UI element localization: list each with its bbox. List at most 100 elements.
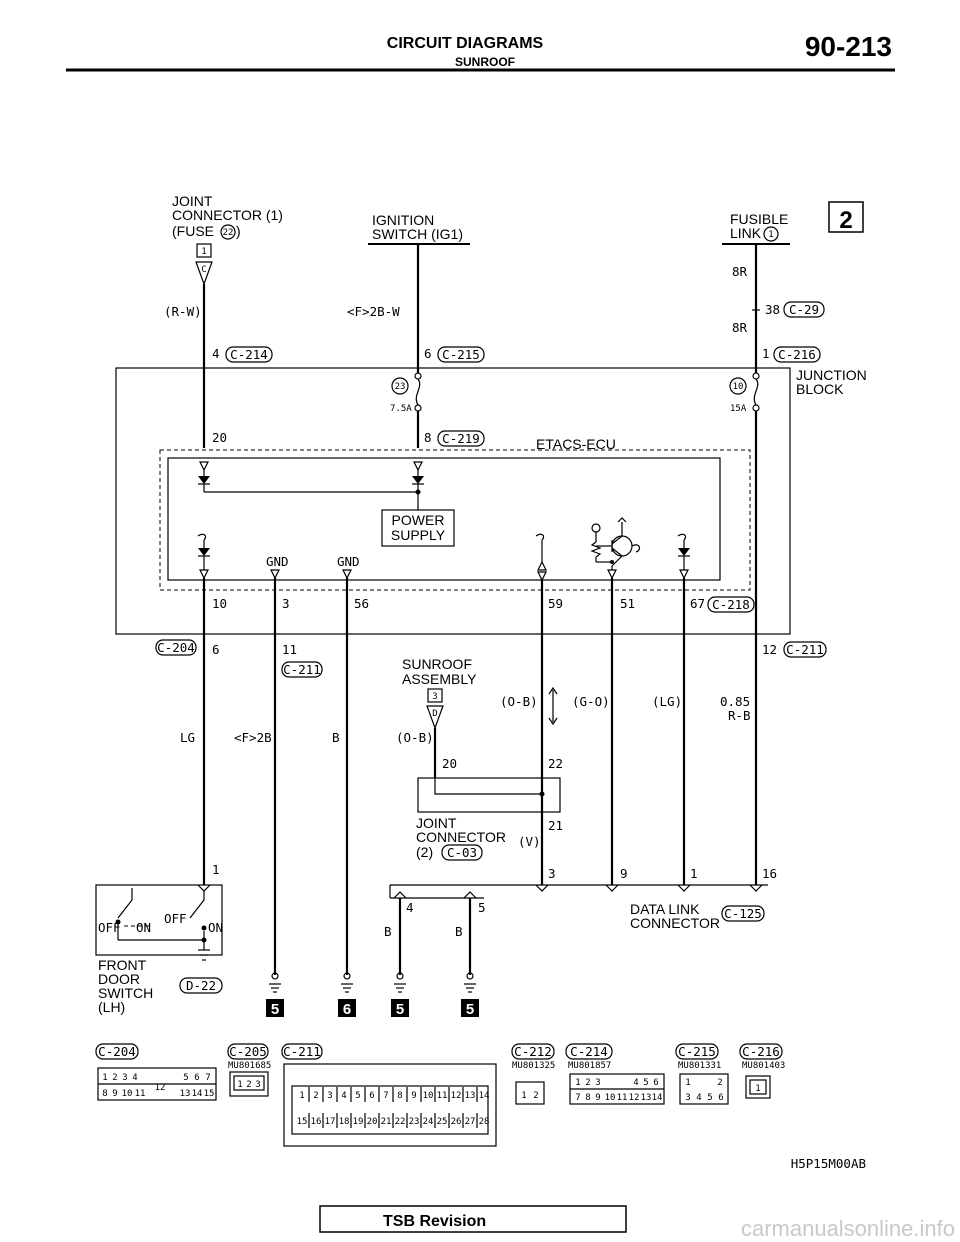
c211-pin: 28 <box>479 1117 490 1127</box>
svg-text:C-216: C-216 <box>742 1044 780 1059</box>
c211-pin: 5 <box>355 1091 360 1101</box>
c211-pin: 23 <box>409 1117 420 1127</box>
wire-label-lg-paren: (LG) <box>652 694 682 709</box>
c211-pin: 11 <box>437 1091 448 1101</box>
pin-4b: 4 <box>406 900 414 915</box>
arrow-head-up <box>548 686 558 695</box>
joint-letter-c: C <box>201 265 206 275</box>
c211a-box <box>281 661 323 678</box>
svg-text:7: 7 <box>205 1073 210 1083</box>
page-number: 90-213 <box>805 31 892 62</box>
figure-id: H5P15M00AB <box>791 1156 866 1171</box>
wire-label-size: 0.85 <box>720 694 750 709</box>
svg-text:C-204: C-204 <box>98 1044 136 1059</box>
c211-pin: 2 <box>313 1091 318 1101</box>
fuse-10: 10 15A <box>729 372 760 414</box>
svg-text:2: 2 <box>112 1073 117 1083</box>
c211-pin: 20 <box>367 1117 378 1127</box>
svg-text:DATA LINK: DATA LINK <box>630 901 700 917</box>
footer-label: TSB Revision <box>383 1213 486 1230</box>
wire-label-8r-top: 8R <box>732 264 748 279</box>
svg-text:7: 7 <box>575 1093 580 1103</box>
svg-text:MU801685: MU801685 <box>228 1061 271 1071</box>
sunroof-assembly-label: SUNROOF ASSEMBLY <box>402 656 477 687</box>
c211-pin: 1 <box>299 1091 304 1101</box>
etacs-ecu-box <box>167 457 721 581</box>
front-door-switch-box <box>95 884 223 956</box>
svg-text:5: 5 <box>271 1001 279 1018</box>
pin-10: 10 <box>212 596 227 611</box>
pin-56: 56 <box>354 596 369 611</box>
c218-box <box>707 596 755 613</box>
fusible-link-label: FUSIBLE LINK 1 <box>730 211 788 242</box>
c204-box <box>155 639 197 656</box>
svg-text:1: 1 <box>575 1078 580 1088</box>
svg-text:2: 2 <box>585 1078 590 1088</box>
wire-label-f2b: <F>2B <box>234 730 272 745</box>
svg-text:13: 13 <box>641 1093 652 1103</box>
c219-label: C-219 <box>442 431 480 446</box>
watermark: carmanualsonline.info <box>741 1216 955 1241</box>
data-link-connector-label: DATA LINK CONNECTOR <box>630 901 720 931</box>
svg-text:14: 14 <box>192 1089 203 1099</box>
svg-text:22: 22 <box>223 228 234 238</box>
connector-view-c215: C-215 MU801331 1 2 3 4 5 6 <box>675 1043 729 1105</box>
switch-on-2: ON <box>208 920 223 935</box>
svg-text:BLOCK: BLOCK <box>796 381 844 397</box>
power-supply-box <box>381 509 455 547</box>
svg-text:CONNECTOR (1): CONNECTOR (1) <box>172 207 283 223</box>
wire-label-rb: R-B <box>728 708 751 723</box>
svg-text:5: 5 <box>707 1093 712 1103</box>
pin-8: 8 <box>424 430 432 445</box>
svg-text:10: 10 <box>733 382 744 392</box>
c211-pin: 17 <box>325 1117 336 1127</box>
etacs-label: ETACS-ECU <box>536 436 616 452</box>
wire-label-f2bw: <F>2B-W <box>347 304 400 319</box>
wire-label-b2: B <box>455 924 463 939</box>
svg-text:IGNITION: IGNITION <box>372 212 434 228</box>
c215-label: C-215 <box>442 347 480 362</box>
c211-pin: 3 <box>327 1091 332 1101</box>
c211-pin: 22 <box>395 1117 406 1127</box>
sunroof-terminal <box>426 705 444 730</box>
svg-text:C-205: C-205 <box>229 1044 267 1059</box>
svg-text:11: 11 <box>617 1093 628 1103</box>
svg-text:SWITCH: SWITCH <box>98 985 153 1001</box>
c125-box <box>721 905 765 922</box>
svg-text:C-212: C-212 <box>514 1044 552 1059</box>
svg-text:2: 2 <box>533 1091 538 1101</box>
c211-pin: 14 <box>479 1091 490 1101</box>
pin-59: 59 <box>548 596 563 611</box>
svg-text:SUPPLY: SUPPLY <box>391 527 446 543</box>
c215-box <box>437 346 485 363</box>
wire-label-ob-left: (O-B) <box>396 730 434 745</box>
wire-label-lg: LG <box>180 730 195 745</box>
svg-text:6: 6 <box>653 1078 658 1088</box>
wire-label-rw: (R-W) <box>164 304 202 319</box>
pin-51: 51 <box>620 596 635 611</box>
wire-label-go: (G-O) <box>572 694 610 709</box>
front-door-switch-label: FRONT DOOR SWITCH (LH) <box>98 957 153 1015</box>
c211b-box <box>783 641 827 658</box>
junction-block <box>115 367 791 635</box>
joint-pin-1: 1 <box>201 247 206 257</box>
svg-text:5: 5 <box>396 1001 404 1018</box>
sunroof-pin: 3 <box>432 692 437 702</box>
c211-pin: 27 <box>465 1117 476 1127</box>
c211-pin: 13 <box>465 1091 476 1101</box>
connector-view-c214: C-214 MU801857 1 2 3 4 5 6 7 8 9 10 11 1… <box>565 1043 665 1105</box>
svg-text:4: 4 <box>633 1078 638 1088</box>
svg-text:6: 6 <box>718 1093 723 1103</box>
svg-text:5: 5 <box>183 1073 188 1083</box>
c29-box <box>783 301 825 318</box>
pin-20: 20 <box>212 430 227 445</box>
connector-view-c216: C-216 MU801403 1 <box>739 1043 785 1099</box>
c03-box <box>441 844 483 861</box>
svg-text:12: 12 <box>629 1093 640 1103</box>
c219-box <box>437 430 485 447</box>
section-marker-box <box>828 201 864 233</box>
c211-pin: 21 <box>381 1117 392 1127</box>
wire-label-b: B <box>332 730 340 745</box>
svg-text:8: 8 <box>102 1089 107 1099</box>
